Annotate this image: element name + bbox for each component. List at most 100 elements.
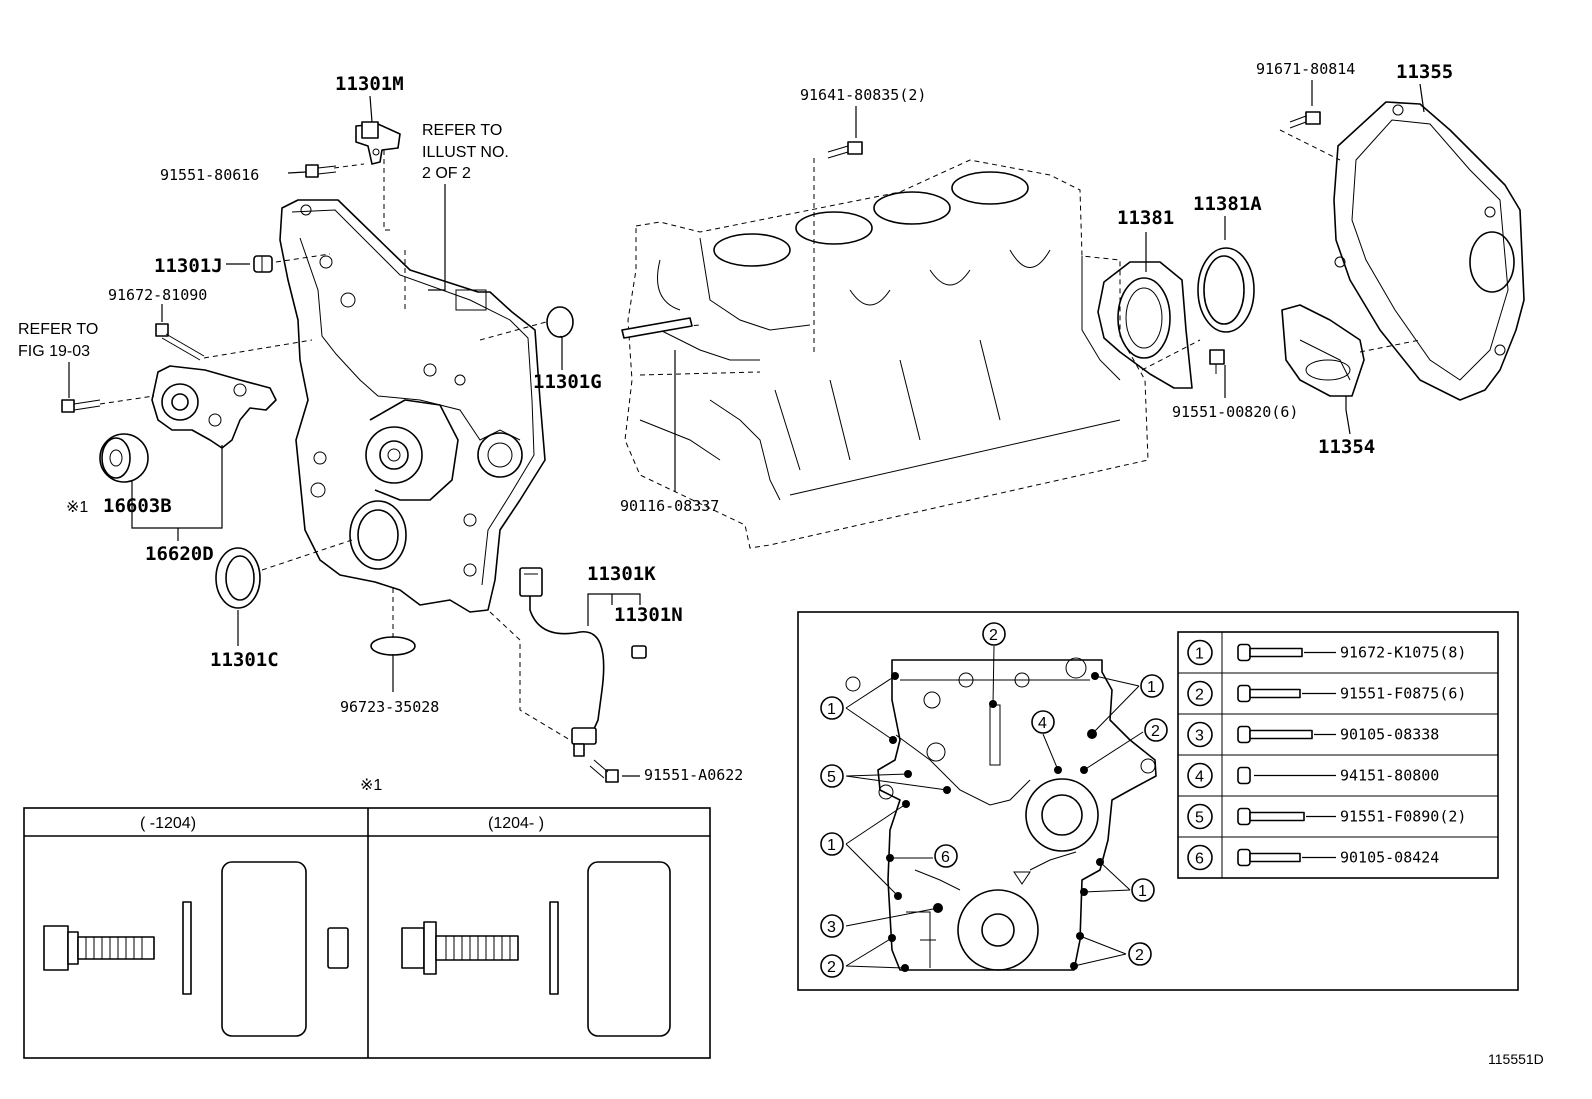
bolt-91671-80814 xyxy=(1289,111,1321,129)
idler-pulley-16603b xyxy=(99,433,149,483)
clip-11301n xyxy=(631,645,647,659)
variant-left-plate xyxy=(221,861,307,1037)
bolt-table-row: 5 91551-F0890(2) xyxy=(1187,803,1466,830)
svg-text:1: 1 xyxy=(1138,883,1147,900)
note-mark-1: ※1 xyxy=(66,499,88,516)
bolt-table-number-circle xyxy=(1187,680,1213,707)
svg-text:2: 2 xyxy=(827,959,836,976)
callout-1d: 1 xyxy=(1131,878,1155,902)
label-16620D: 16620D xyxy=(145,543,214,565)
note-refer-illust-line2: ILLUST NO. xyxy=(422,144,509,161)
label-91672-81090: 91672-81090 xyxy=(108,286,207,304)
cam-sensor-11301m xyxy=(355,121,401,165)
callout-1a: 1 xyxy=(820,696,844,720)
bolt-table-row: 1 91672-K1075(8) xyxy=(1187,639,1466,666)
end-plate-11355 xyxy=(1333,101,1525,401)
label-11301G: 11301G xyxy=(533,371,602,393)
bolt-table-row: 2 91551-F0875(6) xyxy=(1187,680,1466,707)
label-11301J: 11301J xyxy=(154,255,223,277)
oring-96723-35028 xyxy=(370,636,416,656)
bolt-table-number: 2 xyxy=(1195,687,1204,704)
svg-text:1: 1 xyxy=(827,701,836,718)
leader-lines xyxy=(68,80,1425,777)
callout-numbers: 1 1 1 1 2 2 2 2 3 4 5 6 xyxy=(820,622,1168,978)
oring-11301g xyxy=(546,306,574,338)
bolt-table-part-number: 91551-F0890(2) xyxy=(1340,808,1466,826)
bolt-shaft-icon xyxy=(1249,729,1313,740)
svg-text:1: 1 xyxy=(1147,679,1156,696)
bolt-table-row: 4 94151-80800 xyxy=(1187,762,1439,789)
bolt-table-number: 1 xyxy=(1195,646,1204,663)
label-11301M: 11301M xyxy=(335,73,404,95)
variant-left-nut xyxy=(327,927,349,969)
label-91551-80616: 91551-80616 xyxy=(160,166,259,184)
label-16603B: 16603B xyxy=(103,495,172,517)
label-11301N: 11301N xyxy=(614,604,683,626)
callout-2c: 2 xyxy=(820,954,844,978)
svg-text:6: 6 xyxy=(941,849,950,866)
svg-text:2: 2 xyxy=(989,627,998,644)
label-11381A: 11381A xyxy=(1193,193,1262,215)
bolt-head-icon xyxy=(1237,643,1251,662)
bolt-table-number-circle xyxy=(1187,762,1213,789)
note-refer-fig-line1: REFER TO xyxy=(18,321,98,338)
variant-right-plate xyxy=(587,861,671,1037)
bolt-91551-a0622 xyxy=(589,759,619,783)
bolt-table-number-circle xyxy=(1187,639,1213,666)
bolt-table-number-circle xyxy=(1187,803,1213,830)
note-refer-fig-line2: FIG 19-03 xyxy=(18,343,90,360)
label-11355: 11355 xyxy=(1396,61,1453,83)
variant-right-bolt xyxy=(401,921,519,975)
bolt-shaft-icon xyxy=(1249,688,1301,699)
bolt-head-icon xyxy=(1237,684,1251,703)
bolt-table-number: 5 xyxy=(1195,810,1204,827)
label-11301C: 11301C xyxy=(210,649,279,671)
bolt-table-number: 3 xyxy=(1195,728,1204,745)
bolt-head-icon xyxy=(1237,848,1251,867)
bolt-table-number-circle xyxy=(1187,844,1213,871)
bolt-shaft-icon xyxy=(1249,811,1305,822)
crank-sensor-11301k xyxy=(519,567,605,757)
note-refer-illust-line1: REFER TO xyxy=(422,122,502,139)
bolt-table-number: 4 xyxy=(1195,769,1204,786)
label-11354: 11354 xyxy=(1318,436,1375,458)
diagram-id: 115551D xyxy=(1488,1051,1544,1067)
bolt-table-part-number: 91672-K1075(8) xyxy=(1340,644,1466,662)
label-11381: 11381 xyxy=(1117,207,1174,229)
bolt-table-part-number: 94151-80800 xyxy=(1340,767,1439,785)
plate-11354 xyxy=(1281,304,1365,397)
stud-90116-08337 xyxy=(621,317,693,339)
bolt-table-number: 6 xyxy=(1195,851,1204,868)
callout-5: 5 xyxy=(820,764,844,788)
variant-right-washer xyxy=(549,901,559,995)
label-91671-80814: 91671-80814 xyxy=(1256,60,1355,78)
svg-text:1: 1 xyxy=(827,837,836,854)
bolt-table-part-number: 90105-08424 xyxy=(1340,849,1439,867)
label-91551-00820: 91551-00820(6) xyxy=(1172,403,1298,421)
bolt-table-part-number: 91551-F0875(6) xyxy=(1340,685,1466,703)
cover-sketch xyxy=(845,657,1157,971)
variant-box: ( -1204) (1204- ) xyxy=(23,807,711,1059)
plug-11301j xyxy=(253,255,273,273)
variant-left-washer xyxy=(182,901,192,995)
idler-assembly-16620d xyxy=(151,365,277,449)
svg-text:2: 2 xyxy=(1135,947,1144,964)
timing-cover-assembly xyxy=(279,199,546,613)
svg-text:5: 5 xyxy=(827,769,836,786)
label-90116-08337: 90116-08337 xyxy=(620,497,719,515)
bolt-head-icon xyxy=(1237,725,1251,744)
variant-right-header: (1204- ) xyxy=(488,815,544,832)
bolt-position-dots xyxy=(886,672,1104,972)
svg-text:2: 2 xyxy=(1151,723,1160,740)
label-91551-A0622: 91551-A0622 xyxy=(644,766,743,784)
bolt-refer-fig xyxy=(61,399,101,413)
svg-text:3: 3 xyxy=(827,919,836,936)
callout-4: 4 xyxy=(1031,710,1055,734)
bolt-91551-80616 xyxy=(305,164,337,178)
bolt-91551-00820 xyxy=(1209,349,1225,374)
bolt-shaft-icon xyxy=(1249,852,1301,863)
callout-1b: 1 xyxy=(1140,674,1164,698)
